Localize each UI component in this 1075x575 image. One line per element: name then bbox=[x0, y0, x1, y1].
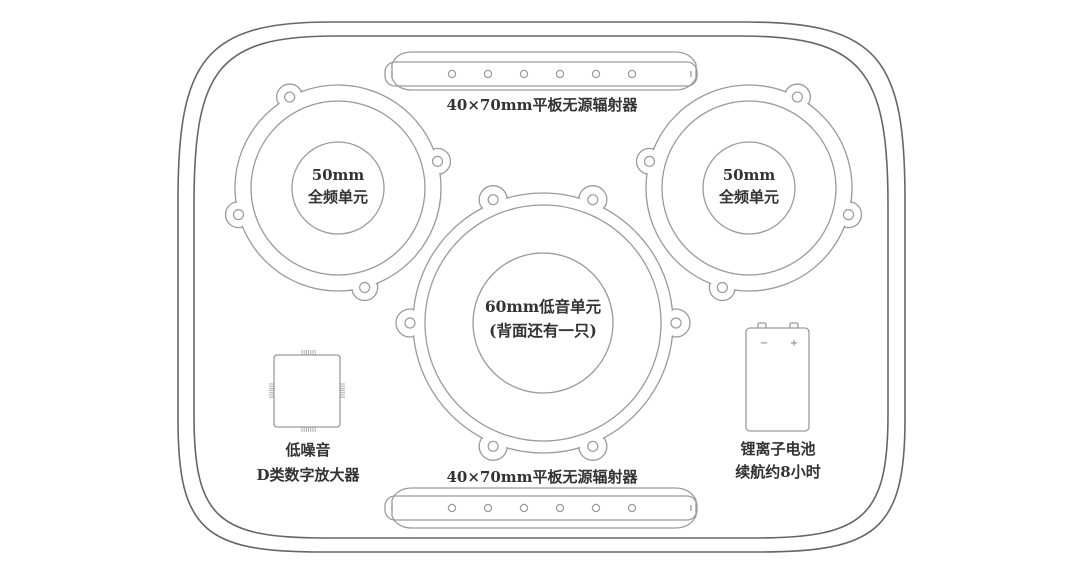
passive-radiator-bottom bbox=[384, 487, 698, 529]
fullrange-right-cone bbox=[702, 141, 796, 235]
fullrange-left-flange bbox=[234, 84, 442, 292]
woofer-mount-hole bbox=[487, 440, 499, 452]
radiator-bottom-label: 40×70mm平板无源辐射器 bbox=[446, 468, 638, 486]
passive-radiator-top bbox=[384, 51, 698, 91]
enclosure-outer-shell bbox=[177, 21, 906, 553]
radiator-hole bbox=[483, 503, 493, 513]
woofer-cone bbox=[472, 252, 614, 394]
woofer-label-2: (背面还有一只) bbox=[489, 321, 597, 340]
radiator-hole bbox=[627, 503, 637, 513]
fullrange-left-mount-hole bbox=[232, 209, 245, 221]
battery-minus-sign: − bbox=[760, 338, 768, 349]
fullrange-right-mount-hole bbox=[791, 91, 803, 103]
radiator-hole bbox=[519, 503, 529, 513]
enclosure bbox=[177, 21, 906, 553]
radiator-hole bbox=[555, 69, 565, 79]
radiator-hole bbox=[627, 69, 637, 79]
fullrange-driver-right bbox=[635, 83, 863, 302]
battery-plus-sign: + bbox=[790, 338, 798, 349]
radiator-hole bbox=[591, 503, 601, 513]
woofer-mount-hole bbox=[487, 194, 499, 206]
woofer-mount-hole bbox=[670, 317, 682, 329]
woofer-label-1: 60mm低音单元 bbox=[485, 297, 602, 316]
battery-label-2: 续航约8小时 bbox=[735, 463, 820, 481]
radiator-hole bbox=[591, 69, 601, 79]
enclosure-inner-shell bbox=[193, 35, 889, 539]
fullrange-driver-left bbox=[224, 83, 452, 302]
fullrange-left-mount-hole bbox=[431, 155, 444, 167]
radiator-hole bbox=[447, 503, 457, 513]
amplifier-label-2: D类数字放大器 bbox=[256, 466, 360, 484]
fullrange-right-mount-hole bbox=[643, 155, 656, 167]
radiator-hole bbox=[555, 503, 565, 513]
battery-label-1: 锂离子电池 bbox=[740, 440, 815, 458]
fullrange-left-label-1: 50mm bbox=[312, 166, 365, 184]
fullrange-left-cone bbox=[291, 141, 385, 235]
fullrange-right-label-1: 50mm bbox=[723, 166, 776, 184]
fullrange-right-label-2: 全频单元 bbox=[718, 188, 779, 206]
fullrange-right-mount-hole bbox=[842, 209, 855, 221]
fullrange-left-mount-hole bbox=[284, 91, 296, 103]
radiator-hole bbox=[519, 69, 529, 79]
woofer-surround bbox=[424, 204, 662, 442]
fullrange-left-label-2: 全频单元 bbox=[307, 188, 368, 206]
woofer-mount-hole bbox=[587, 194, 599, 206]
amplifier-label-1: 低噪音 bbox=[284, 441, 330, 459]
fullrange-right-mount-hole bbox=[716, 281, 728, 294]
fullrange-right-flange bbox=[645, 84, 853, 292]
radiator-hole bbox=[483, 69, 493, 79]
battery: − + bbox=[745, 322, 810, 432]
woofer-mount-hole bbox=[404, 317, 416, 329]
fullrange-left-surround bbox=[250, 100, 426, 276]
woofer-mount-hole bbox=[587, 440, 599, 452]
fullrange-right-surround bbox=[661, 100, 837, 276]
radiator-top-label: 40×70mm平板无源辐射器 bbox=[446, 96, 638, 114]
amplifier-chip bbox=[269, 350, 345, 432]
woofer-driver bbox=[395, 185, 691, 461]
fullrange-left-mount-hole bbox=[359, 281, 371, 294]
radiator-hole bbox=[447, 69, 457, 79]
